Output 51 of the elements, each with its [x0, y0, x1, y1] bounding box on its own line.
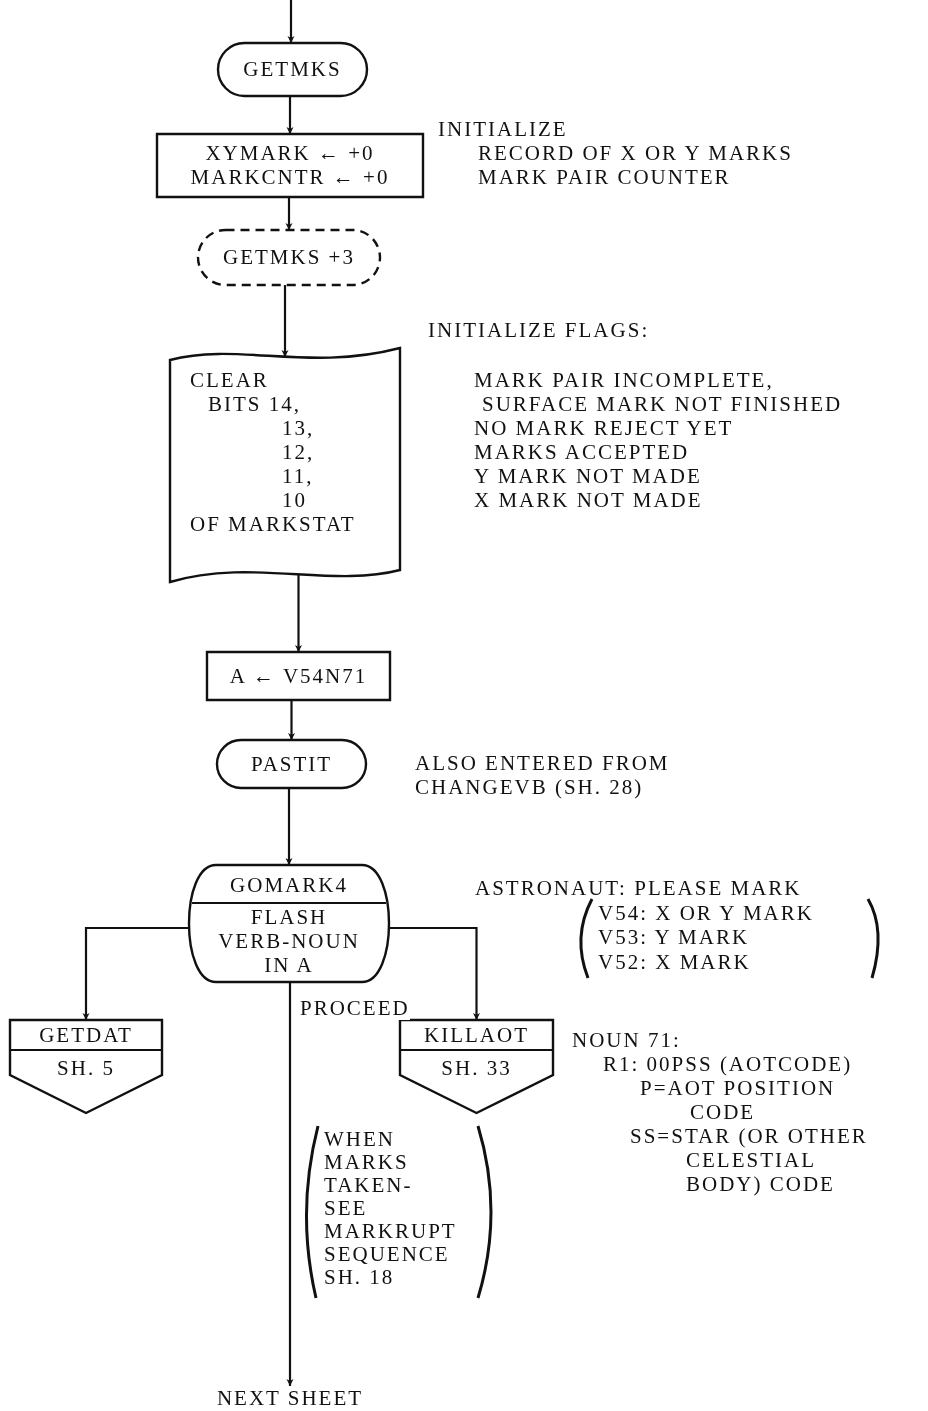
annotation-text: V53: Y MARK: [598, 925, 750, 949]
display-shape: [188, 865, 390, 982]
annotation-text: NO MARK REJECT YET: [474, 416, 734, 440]
off-page-connector: [400, 1020, 553, 1113]
node-label: GOMARK4: [229, 873, 349, 897]
arrow: [285, 197, 293, 230]
annotation-text: R1: 00PSS (AOTCODE): [603, 1052, 853, 1076]
arrow: [390, 926, 480, 1020]
end-label: NEXT SHEET: [215, 1386, 365, 1410]
arrow: [281, 285, 289, 357]
arrow: [287, 0, 295, 43]
node-label: SH. 5: [56, 1056, 116, 1080]
annotation-text: P=AOT POSITION CODE: [640, 1076, 836, 1124]
arrow: [295, 574, 302, 652]
annotation-text: MARK PAIR INCOMPLETE, SURFACE MARK NOT FINISHED: [474, 368, 843, 416]
arrow: [286, 982, 294, 1386]
annotation-text: ALSO ENTERED FROM CHANGEVB (SH. 28): [415, 751, 670, 799]
node-label: A ← V54N71: [228, 664, 369, 688]
node-label: GETMKS +3: [222, 245, 356, 269]
annotation-text: MARK PAIR COUNTER: [478, 165, 731, 189]
node-label: GETDAT: [38, 1023, 134, 1047]
process-box: [157, 134, 423, 197]
node-label: GETMKS: [242, 57, 343, 81]
node-label: CLEAR BITS 14, 13, 12, 11, 10 OF MARKSTAT: [190, 368, 356, 536]
annotation-text: NOUN 71:: [572, 1028, 681, 1052]
terminal-shape: [198, 230, 380, 285]
arrow: [288, 700, 295, 740]
annotation-text: INITIALIZE: [438, 117, 568, 141]
node-label: SH. 33: [440, 1056, 513, 1080]
off-page-connector: [10, 1020, 162, 1113]
node-label: PASTIT: [249, 752, 334, 776]
annotation-text: V54: X OR Y MARK: [598, 901, 814, 925]
node-label: XYMARK ← +0 MARKCNTR ← +0: [189, 141, 391, 189]
arrow: [286, 96, 294, 134]
terminal-shape: [218, 43, 367, 96]
annotation-text: ASTRONAUT: PLEASE MARK: [475, 876, 802, 900]
annotation-text: RECORD OF X OR Y MARKS: [478, 141, 793, 165]
node-label: KILLAOT: [423, 1023, 530, 1047]
process-box: [207, 652, 390, 700]
annotation-text: Y MARK NOT MADE: [474, 464, 702, 488]
annotation-text: MARKS ACCEPTED: [474, 440, 690, 464]
arrow: [285, 788, 293, 865]
annotation-text: SS=STAR (OR OTHER CELESTIAL BODY) CODE: [630, 1124, 868, 1196]
node-label: FLASH VERB-NOUN IN A: [217, 905, 361, 977]
annotation-text: V52: X MARK: [598, 950, 751, 974]
document-shape: [170, 348, 400, 582]
note-text: WHEN MARKS TAKEN- SEE MARKRUPT SEQUENCE SH. 18: [324, 1128, 457, 1289]
annotation-text: INITIALIZE FLAGS:: [428, 318, 650, 342]
arrow: [82, 926, 188, 1020]
terminal-shape: [217, 740, 366, 788]
annotation-text: X MARK NOT MADE: [474, 488, 703, 512]
